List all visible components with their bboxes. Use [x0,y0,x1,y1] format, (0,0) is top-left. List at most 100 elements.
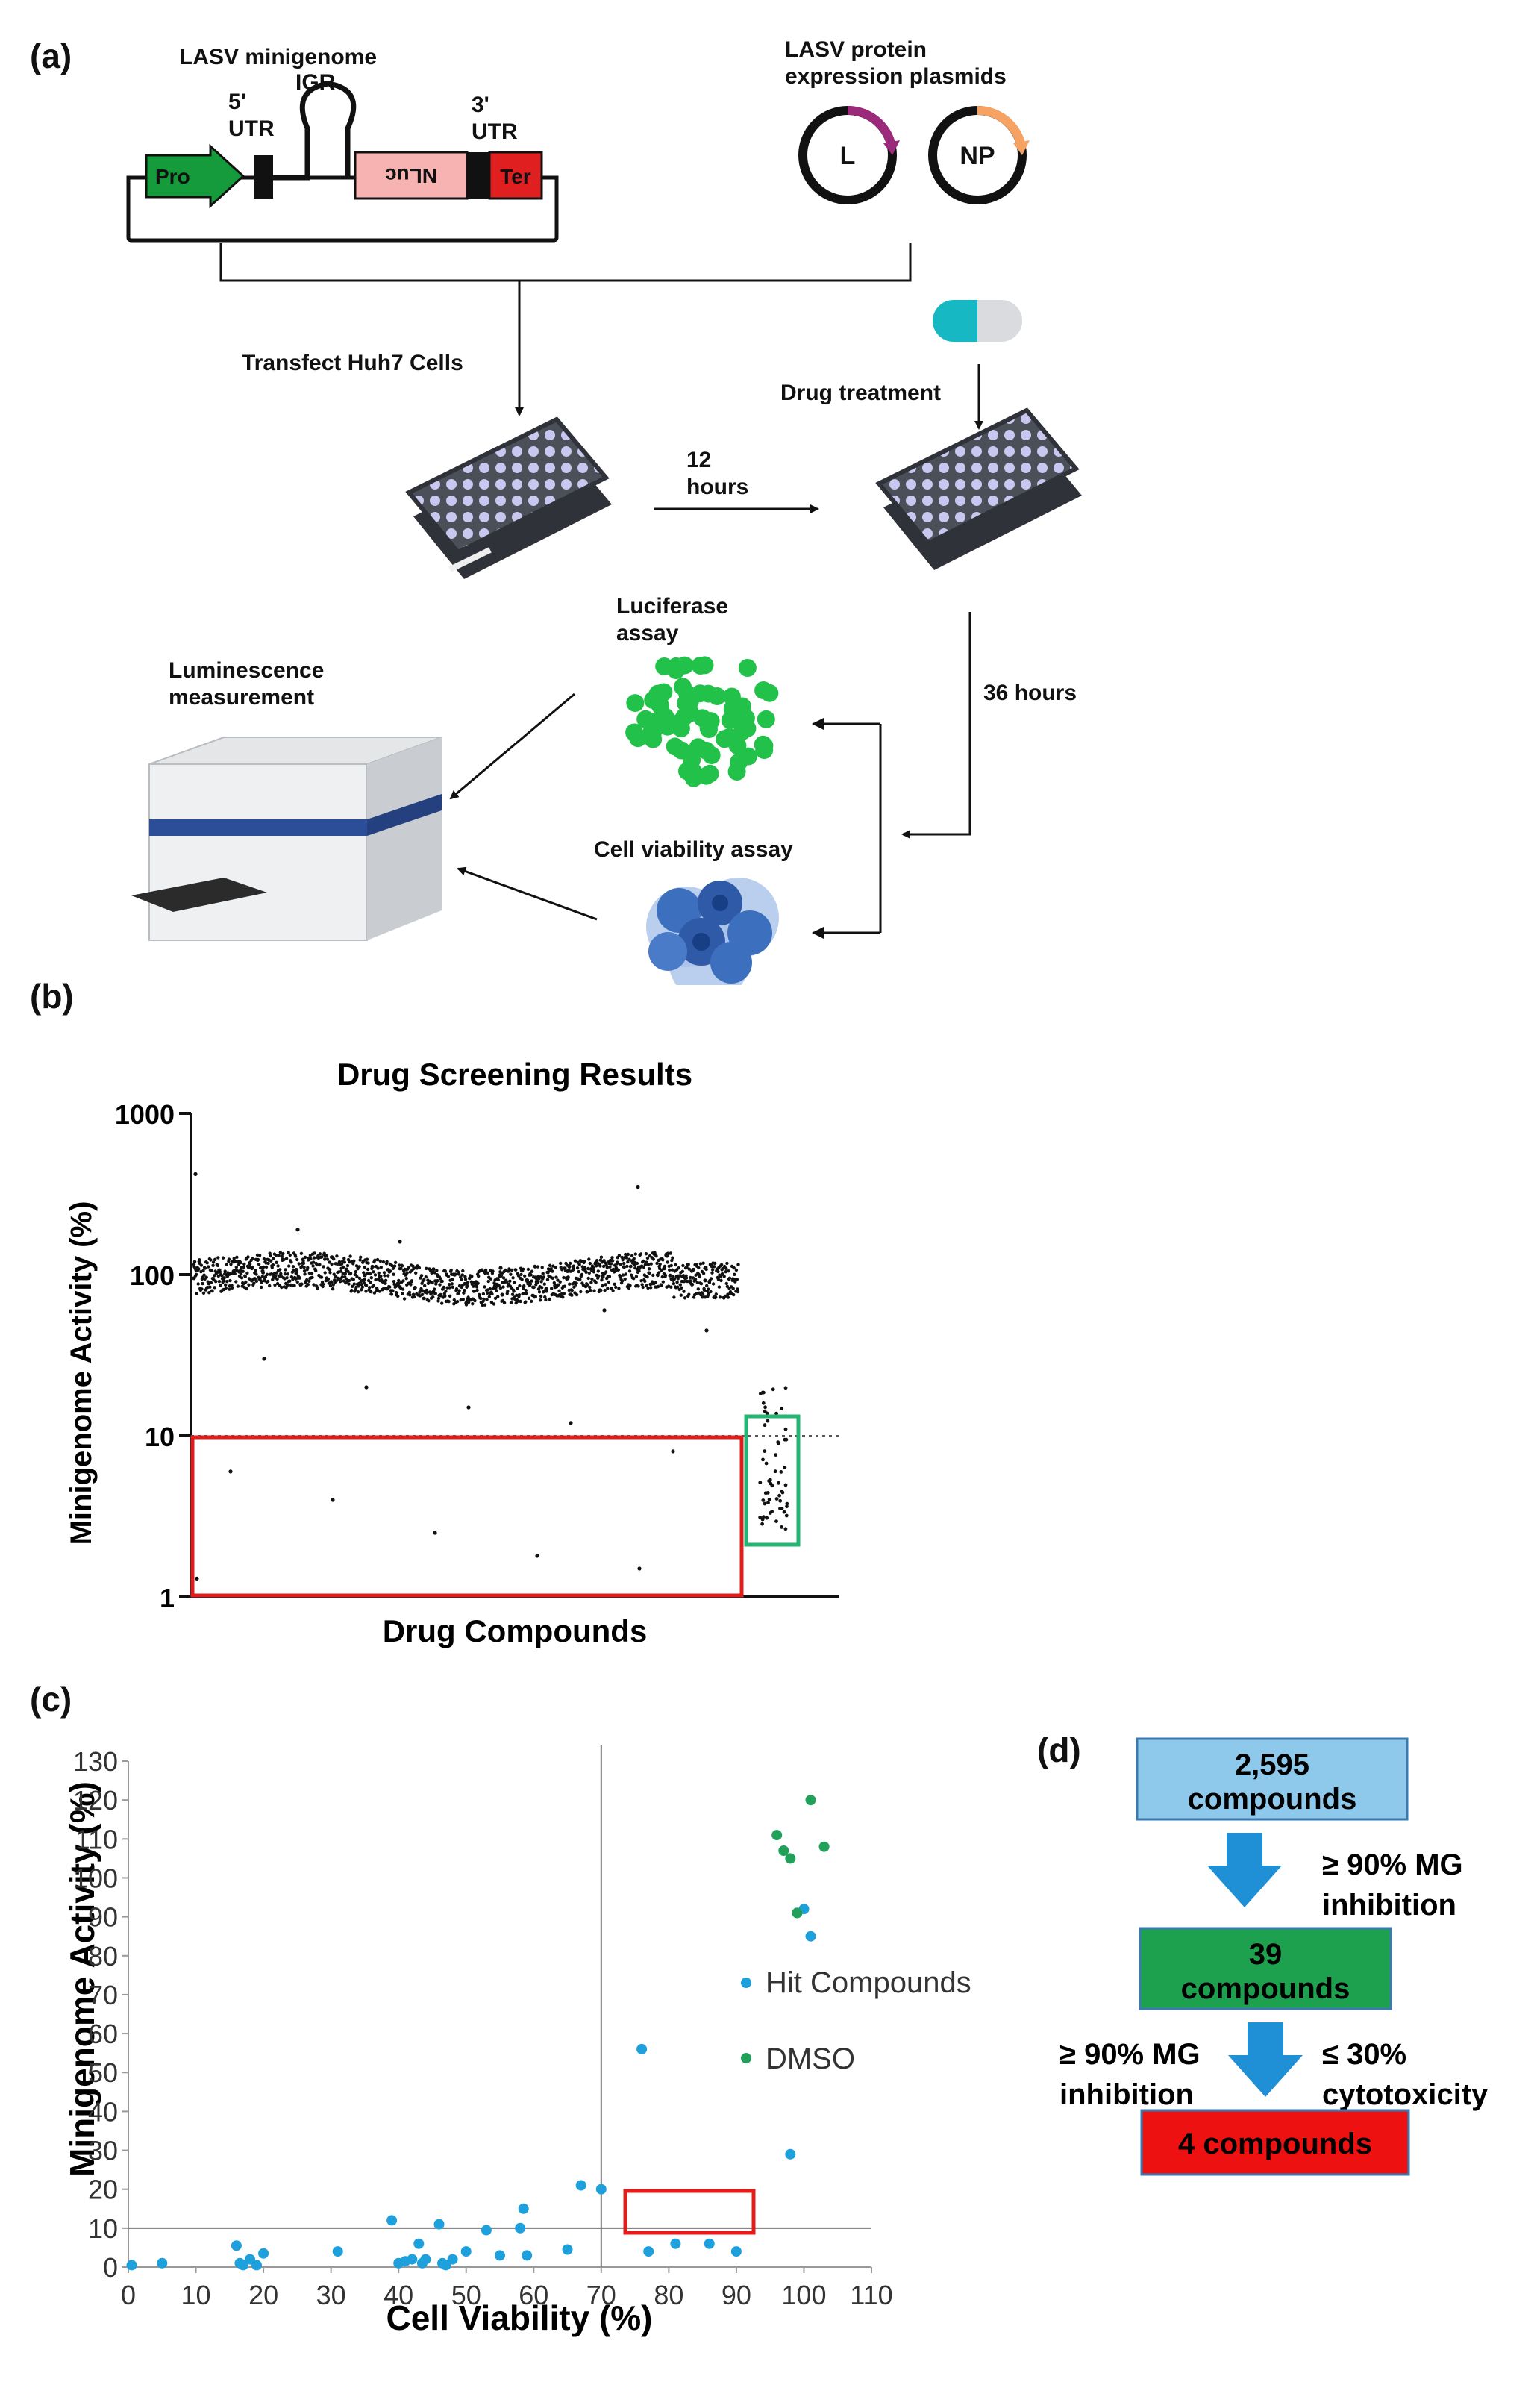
compound-point [580,1272,584,1277]
luciferase-cell [733,722,751,740]
compound-point [617,1287,621,1290]
compound-point [369,1281,372,1284]
compound-point [200,1287,204,1291]
compound-point [575,1266,580,1270]
hit-compound-point [785,2148,796,2160]
compound-point [530,1269,534,1273]
drug-treatment-label: Drug treatment [780,381,941,405]
compound-point [239,1272,243,1276]
compound-point [641,1285,645,1290]
compound-point [506,1290,510,1293]
chart-b-points [192,1172,789,1581]
compound-point [328,1284,333,1288]
compound-point [381,1260,386,1264]
hit-compound-point [643,2246,654,2257]
compound-point [683,1296,687,1300]
compound-point [358,1258,362,1262]
compound-point [732,1292,736,1297]
compound-point [246,1255,250,1259]
compound-point [475,1288,479,1292]
compound-point [551,1264,555,1268]
compound-point [713,1261,717,1266]
compound-point [364,1385,369,1390]
compound-point [660,1269,663,1272]
compound-point [695,1292,698,1295]
compound-point [198,1258,201,1262]
compound-point [396,1281,401,1286]
well-plate-2 [875,407,1082,570]
compound-point [435,1269,439,1272]
compound-point [379,1274,383,1278]
compound-point [496,1295,500,1298]
compound-point [639,1279,643,1283]
chart-b-xlabel: Drug Compounds [383,1613,648,1648]
nluc-gene [354,151,469,200]
dmso-point [760,1522,764,1526]
compound-point [736,1290,740,1294]
compound-point [260,1285,263,1290]
compound-point [307,1271,312,1275]
dmso-point [766,1501,770,1504]
compound-point [245,1271,249,1275]
compound-point [378,1290,381,1293]
flow-criterion2b-line2: cytotoxicity [1322,2078,1489,2111]
compound-point [385,1287,389,1291]
luciferase-cell [739,747,757,766]
compound-point [582,1260,586,1263]
chart-c-xtick: 40 [384,2280,413,2310]
compound-point [642,1259,645,1263]
compound-point [241,1269,245,1273]
luciferase-cell [684,769,703,787]
hit-compound-point [562,2244,573,2255]
compound-point [210,1269,213,1272]
compound-point [710,1271,714,1275]
compound-point [339,1262,344,1266]
chart-c-ytick: 40 [88,2096,118,2127]
compound-point [536,1265,540,1269]
compound-point [499,1274,504,1278]
compound-point [461,1298,465,1301]
flow-arrow-1 [1207,1833,1282,1907]
compound-point [218,1270,222,1274]
compound-point [552,1281,556,1285]
luciferase-cell [626,694,645,713]
compound-point [701,1292,705,1296]
panel-a-diagram: LASV minigenome IGR 5' UTR 3' UTR Pro NL… [126,37,1082,985]
compound-point [601,1284,604,1288]
compound-point [319,1275,324,1279]
dmso-point [783,1386,788,1390]
compound-point [646,1286,650,1290]
compound-point [498,1286,503,1290]
compound-point [347,1278,351,1283]
chart-c-xtick: 50 [451,2280,481,2310]
compound-point [314,1269,318,1273]
compound-point [371,1265,375,1269]
compound-point [295,1280,299,1284]
flow-box-1 [1136,1737,1409,1821]
luciferase-cell [677,694,695,713]
compound-point [439,1294,443,1298]
panel-d-label: (d) [1037,1731,1081,1769]
compound-point [260,1275,264,1278]
compound-point [369,1290,373,1294]
compound-point [366,1267,370,1272]
compound-point [328,1271,332,1275]
compound-point [561,1295,565,1299]
compound-point [596,1269,600,1273]
compound-point [511,1276,515,1280]
luciferase-cells-icon [625,656,779,787]
compound-point [704,1267,708,1272]
compound-point [530,1279,533,1283]
chart-b-hits-box [190,1435,744,1598]
compound-point [504,1269,507,1272]
dmso-point [774,1453,778,1457]
compound-point [247,1283,251,1287]
compound-point [556,1278,560,1282]
compound-point [401,1287,405,1291]
compound-point [433,1531,437,1535]
dmso-point [784,1437,789,1442]
compound-point [651,1273,655,1278]
compound-point [518,1284,522,1288]
compound-point [269,1272,273,1276]
minigenome-title: LASV minigenome [179,45,377,69]
